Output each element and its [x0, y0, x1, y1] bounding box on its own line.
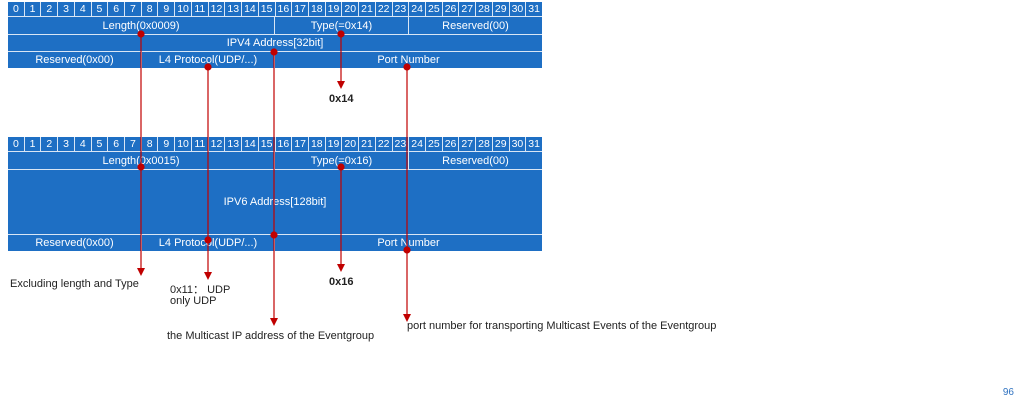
bit-index: 24	[409, 2, 426, 16]
bit-index: 26	[443, 2, 460, 16]
port-arrow	[403, 63, 411, 322]
bit-index: 10	[175, 2, 192, 16]
bit-index: 4	[75, 2, 92, 16]
bit-index: 21	[359, 2, 376, 16]
bit-index: 11	[192, 2, 209, 16]
bit-index: 20	[342, 137, 360, 151]
bit-index: 15	[259, 2, 276, 16]
bit-index: 19	[326, 2, 343, 16]
bit-index: 12	[209, 137, 226, 151]
bit-index: 8	[142, 137, 159, 151]
port-note: port number for transporting Multicast E…	[407, 320, 717, 332]
bit-index: 17	[292, 2, 309, 16]
bit-index: 9	[158, 137, 176, 151]
bit-index: 19	[326, 137, 343, 151]
bit-index: 0	[8, 2, 25, 16]
page-number: 96	[1002, 387, 1014, 398]
bit-index: 14	[242, 137, 259, 151]
bit-index: 3	[58, 137, 75, 151]
bit-index: 0	[8, 137, 25, 151]
bit-index: 9	[158, 2, 176, 16]
bit-index: 18	[309, 137, 326, 151]
length-arrow	[137, 30, 145, 276]
bit-index: 14	[242, 2, 259, 16]
bit-index: 6	[108, 2, 126, 16]
bit-index: 4	[75, 137, 92, 151]
bit-index: 27	[459, 137, 477, 151]
length-note: Excluding length and Type	[10, 278, 139, 290]
bit-index: 5	[92, 137, 109, 151]
bit-index: 17	[292, 137, 309, 151]
bit-index: 12	[209, 2, 226, 16]
bit-index: 8	[142, 2, 159, 16]
bit-index: 24	[409, 137, 426, 151]
bit-index: 31	[528, 138, 540, 150]
bit-index: 21	[359, 137, 376, 151]
protocol-note-line1: 0x11： UDP	[170, 284, 231, 296]
type-arrow	[337, 30, 345, 272]
type-field: Type(=0x16)	[275, 152, 409, 169]
bit-index: 23	[393, 137, 410, 151]
bit-index: 25	[426, 137, 443, 151]
bit-index: 18	[309, 2, 326, 16]
bit-index: 13	[225, 137, 243, 151]
bit-index: 27	[459, 2, 477, 16]
bit-index: 23	[393, 2, 410, 16]
bit-index: 1	[25, 137, 42, 151]
bit-index: 5	[92, 2, 109, 16]
address-note: the Multicast IP address of the Eventgro…	[167, 330, 375, 342]
bit-index: 29	[493, 137, 510, 151]
ipv6-address-field: IPV6 Address[128bit]	[223, 196, 327, 208]
bit-index: 6	[108, 137, 126, 151]
bit-index: 31	[528, 3, 540, 15]
reserved-field: Reserved(00)	[442, 154, 509, 167]
protocol-arrow	[204, 63, 212, 280]
bit-index: 30	[510, 2, 527, 16]
bit-index: 25	[426, 2, 443, 16]
bit-index: 3	[58, 2, 75, 16]
bit-index: 1	[25, 2, 42, 16]
bit-index: 28	[476, 2, 493, 16]
bit-index: 16	[276, 137, 293, 151]
bit-index: 2	[41, 137, 59, 151]
bit-index: 15	[259, 137, 276, 151]
length-field: Length(0x0009)	[8, 17, 275, 34]
bit-index: 26	[443, 137, 460, 151]
type-field: Type(=0x14)	[275, 17, 409, 34]
bit-index: 16	[276, 2, 293, 16]
bit-index: 22	[376, 2, 393, 16]
port-number-field: Port Number	[377, 54, 440, 66]
port-number-field: Port Number	[377, 237, 440, 249]
bit-index: 30	[510, 137, 527, 151]
bit-index: 2	[41, 2, 59, 16]
type-value-ipv4: 0x14	[329, 93, 354, 105]
type-value-ipv6: 0x16	[329, 276, 354, 288]
ipv4-row-2: IPV4 Address[32bit]	[8, 34, 542, 51]
address-arrow	[270, 48, 278, 326]
ipv6-row-1: Length(0x0015) Type(=0x16) Reserved(00)	[8, 151, 542, 169]
bit-index: 13	[225, 2, 243, 16]
bit-index: 7	[125, 2, 142, 16]
bit-index: 20	[342, 2, 360, 16]
bit-index: 10	[175, 137, 192, 151]
reserved-field: Reserved(00)	[442, 19, 509, 32]
ipv4-row-1: Length(0x0009) Type(=0x14) Reserved(00)	[8, 16, 542, 34]
ipv4-address-field: IPV4 Address[32bit]	[226, 37, 324, 49]
ipv6-row-2: IPV6 Address[128bit]	[8, 169, 542, 234]
bit-index: 22	[376, 137, 393, 151]
protocol-note-line2: only UDP	[170, 295, 217, 307]
bit-index: 28	[476, 137, 493, 151]
bit-index: 29	[493, 2, 510, 16]
